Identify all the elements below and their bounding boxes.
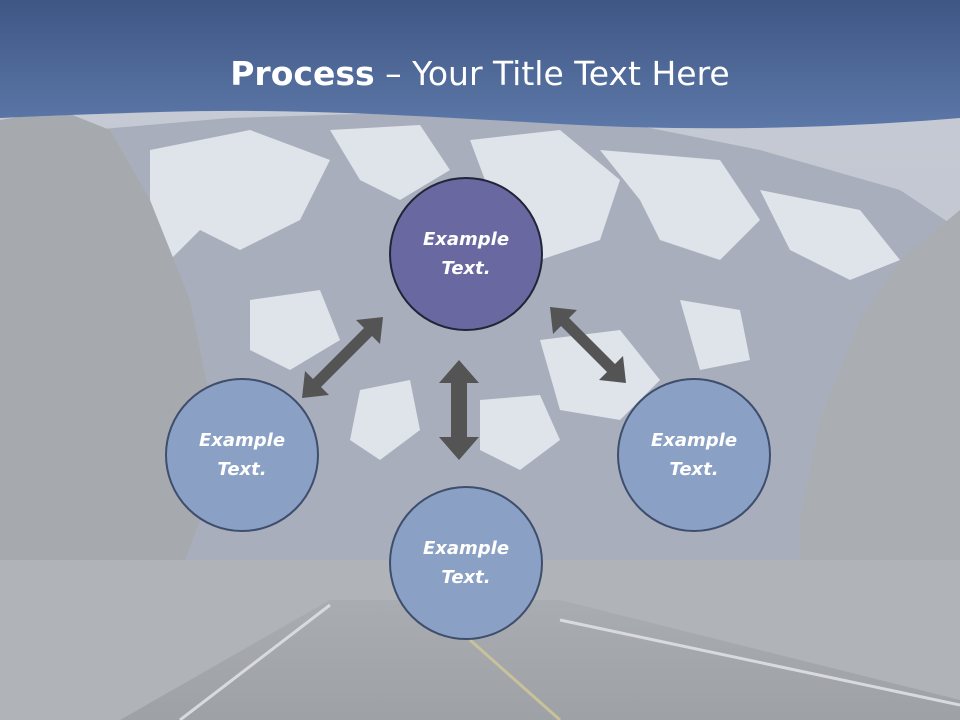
slide-title: Process – Your Title Text Here — [0, 52, 960, 96]
node-bottom-label: Example Text. — [422, 538, 510, 588]
road-center-line — [469, 638, 561, 720]
process-node-left: Example Text. — [165, 378, 319, 532]
road — [120, 600, 960, 720]
title-bold: Process — [230, 54, 375, 93]
road-edge-left — [179, 603, 331, 720]
process-node-bottom: Example Text. — [389, 486, 543, 640]
title-banner — [0, 0, 960, 129]
forest-right — [800, 210, 960, 640]
node-right-label: Example Text. — [650, 430, 738, 480]
arrow-center-right — [550, 307, 626, 383]
snow-patches — [150, 125, 900, 470]
arrow-center-left — [302, 317, 383, 398]
node-left-label: Example Text. — [198, 430, 286, 480]
process-node-center: Example Text. — [389, 177, 543, 331]
arrow-center-bottom — [439, 360, 479, 460]
process-node-right: Example Text. — [617, 378, 771, 532]
node-center-label: Example Text. — [422, 229, 510, 279]
road-edge-right — [559, 618, 960, 707]
title-rest: – Your Title Text Here — [374, 54, 730, 93]
forest-left — [0, 110, 210, 640]
